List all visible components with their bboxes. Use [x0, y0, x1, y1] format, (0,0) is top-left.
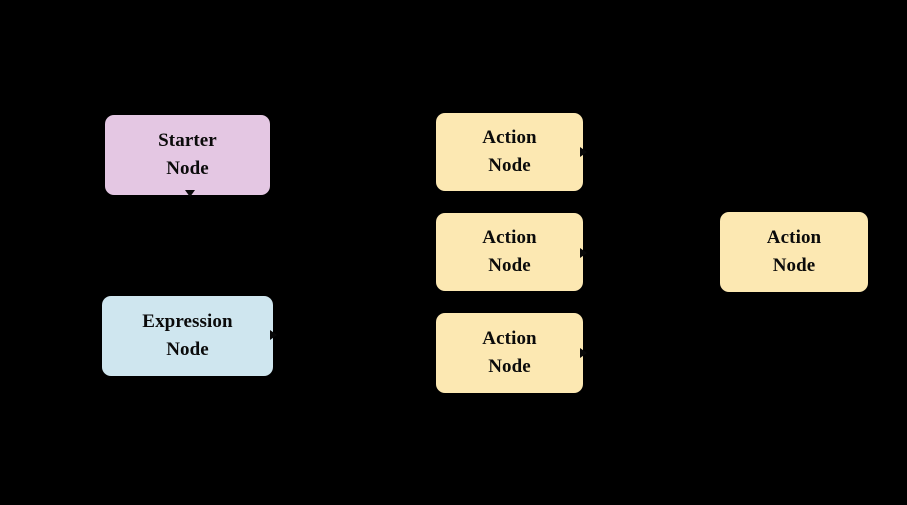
action-node-1-label-line1: Action — [482, 126, 537, 148]
action-node-3-output-arrow-icon — [580, 348, 587, 358]
starter-node[interactable]: Starter Node — [105, 115, 270, 195]
action-node-3-label-line2: Node — [488, 356, 531, 377]
action-node-4[interactable]: Action Node — [720, 212, 868, 292]
action-node-3[interactable]: Action Node — [436, 313, 583, 393]
expression-node[interactable]: Expression Node — [102, 296, 273, 376]
action-node-2[interactable]: Action Node — [436, 213, 583, 291]
expression-node-output-arrow-icon — [270, 330, 277, 340]
action-node-2-label-line2: Node — [488, 255, 531, 276]
action-node-2-label-line1: Action — [482, 226, 537, 248]
expression-node-label-line2: Node — [166, 339, 209, 360]
action-node-3-label-line1: Action — [482, 327, 537, 349]
action-node-2-output-arrow-icon — [580, 248, 587, 258]
starter-node-label-line1: Starter — [158, 129, 217, 151]
action-node-4-label-line1: Action — [766, 226, 822, 248]
starter-node-label-line2: Node — [166, 158, 209, 179]
action-node-1-output-arrow-icon — [580, 147, 587, 157]
starter-node-output-arrow-icon — [185, 190, 195, 197]
action-node-1[interactable]: Action Node — [436, 113, 583, 191]
action-node-1-label-line2: Node — [488, 155, 531, 176]
action-node-4-label-line2: Node — [772, 255, 816, 276]
expression-node-label-line1: Expression — [142, 310, 233, 332]
